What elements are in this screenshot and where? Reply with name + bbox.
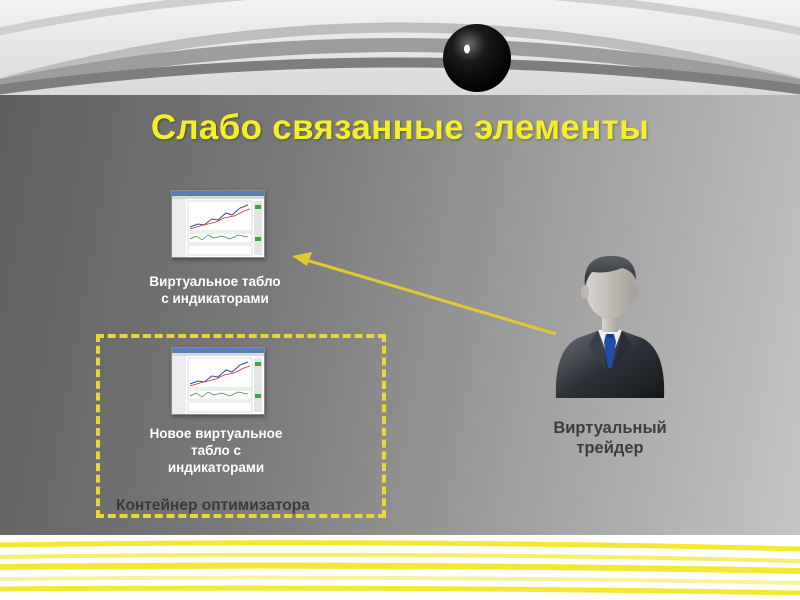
new-board-label-line3: индикаторами	[130, 459, 302, 476]
trader-label: Виртуальный трейдер	[530, 418, 690, 458]
trader-label-line2: трейдер	[530, 438, 690, 458]
new-board-label-line2: табло с	[130, 442, 302, 459]
trader-label-line1: Виртуальный	[530, 418, 690, 438]
optimizer-container-label: Контейнер оптимизатора	[116, 497, 310, 515]
businessman-icon	[548, 250, 672, 400]
chart-screen-icon	[171, 190, 265, 258]
new-board-label-line1: Новое виртуальное	[130, 425, 302, 442]
new-board-label: Новое виртуальное табло с индикаторами	[130, 425, 302, 476]
original-board-label-line1: Виртуальное табло	[130, 273, 300, 290]
original-board-label-line2: с индикаторами	[130, 290, 300, 307]
original-board-label: Виртуальное табло с индикаторами	[130, 273, 300, 307]
chart-screen-icon	[171, 347, 265, 415]
